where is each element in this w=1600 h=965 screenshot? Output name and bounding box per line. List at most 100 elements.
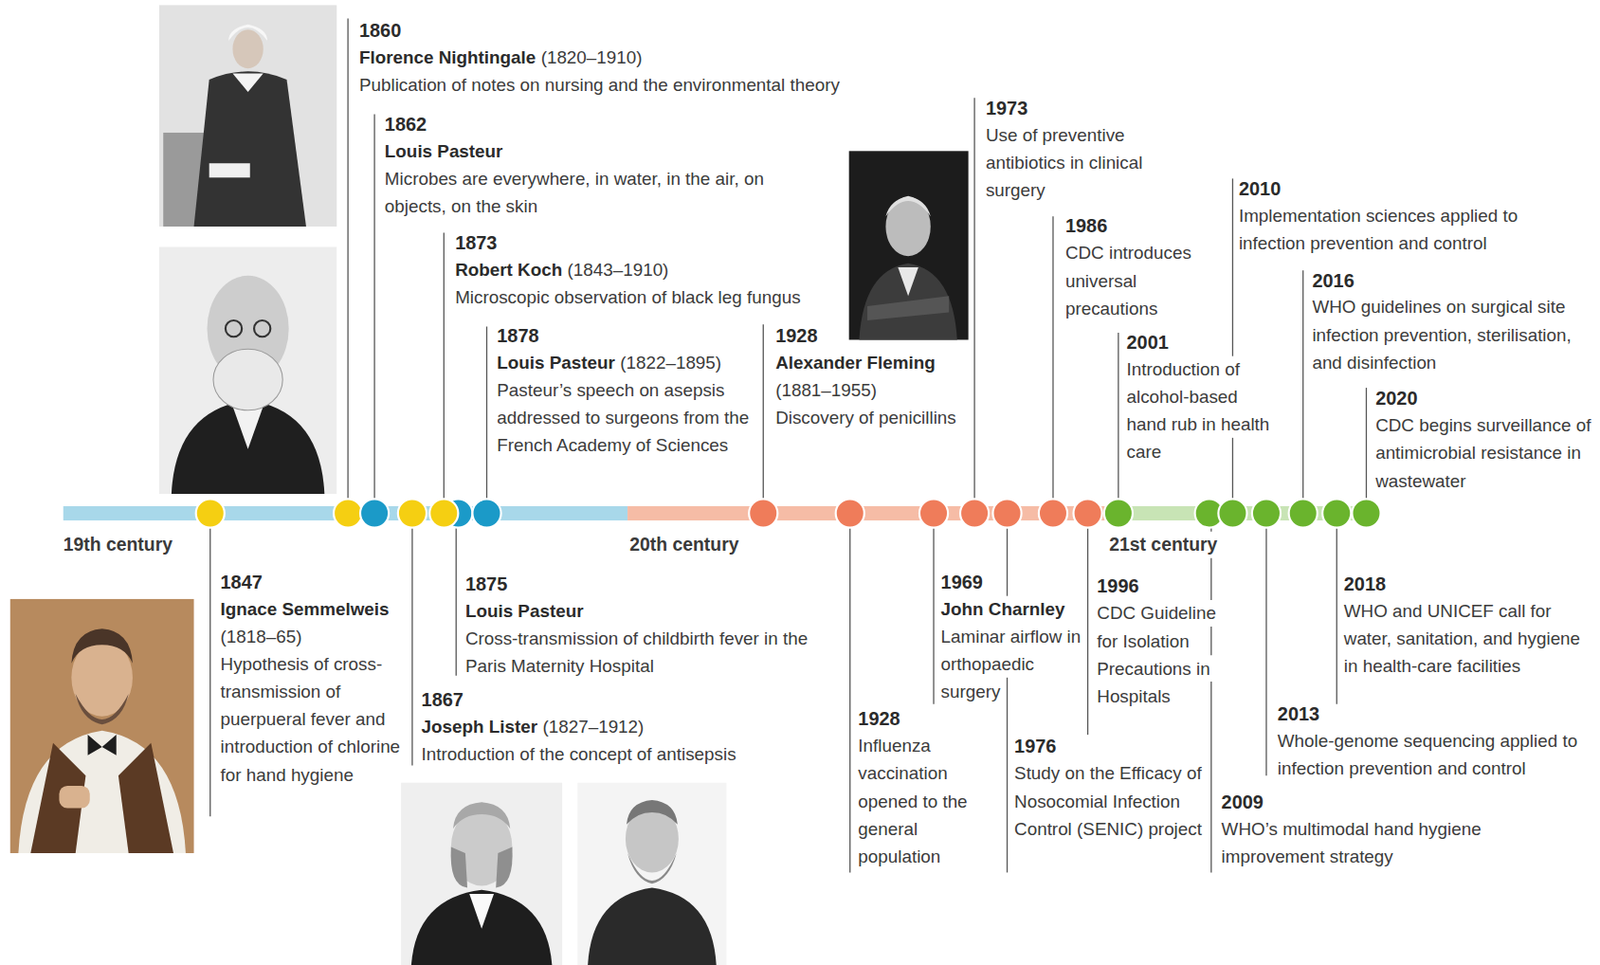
event-description: Laminar airflow in orthopaedic surgery xyxy=(941,623,1094,707)
timeline-event: 2013Whole-genome sequencing applied to i… xyxy=(1277,700,1597,783)
portrait-nightingale xyxy=(159,4,337,227)
event-description: Influenza vaccination opened to the gene… xyxy=(857,732,1001,871)
leader-line xyxy=(932,512,934,704)
dot xyxy=(196,498,225,528)
leader-line xyxy=(1052,216,1054,513)
arms xyxy=(867,295,949,321)
beard xyxy=(75,693,129,725)
timeline-event: 1875Louis PasteurCross-transmission of c… xyxy=(465,570,818,681)
life-dates: (1881–1955) xyxy=(775,376,877,404)
event-year: 1928 xyxy=(857,705,1001,733)
event-year: 1860 xyxy=(359,16,931,44)
leader-line xyxy=(1232,178,1234,356)
dot xyxy=(1104,498,1133,528)
timeline-bar xyxy=(63,506,1373,521)
person-name: Joseph Lister xyxy=(421,712,539,741)
timeline-event: 1928Alexander Fleming(1881–1955)Discover… xyxy=(775,321,964,432)
dot xyxy=(333,498,363,528)
event-description: Introduction of alcohol-based hand rub i… xyxy=(1126,356,1282,467)
portrait-ground xyxy=(159,247,337,495)
event-description: Introduction of the concept of antisepsi… xyxy=(421,741,800,769)
shirt xyxy=(232,405,263,449)
event-year: 1875 xyxy=(465,570,818,599)
event-description: CDC introduces universal precautions xyxy=(1065,239,1219,323)
event-year: 1847 xyxy=(220,568,407,597)
portrait-ground xyxy=(577,782,727,965)
bar-20th xyxy=(627,506,1108,521)
life-dates: (1843–1910) xyxy=(567,255,670,284)
leader-line xyxy=(1210,626,1212,655)
event-person: Louis Pasteur xyxy=(384,137,794,165)
shirt xyxy=(897,267,919,296)
shirt xyxy=(469,893,494,929)
whisker xyxy=(451,847,468,889)
leader-line xyxy=(346,18,348,513)
event-description: Microbes are everywhere, in water, in th… xyxy=(384,164,794,220)
event-year: 1873 xyxy=(454,228,854,256)
vest xyxy=(118,743,174,854)
leader-line xyxy=(1265,512,1267,776)
timeline-event: 1862Louis PasteurMicrobes are everywhere… xyxy=(384,109,794,220)
event-description: Microscopic observation of black leg fun… xyxy=(454,283,854,311)
person-name: John Charnley xyxy=(941,596,1066,624)
suit xyxy=(858,263,957,341)
timeline-event: 2010Implementation sciences applied to i… xyxy=(1238,174,1571,257)
event-year: 1878 xyxy=(496,321,758,349)
event-year: 1986 xyxy=(1065,212,1219,240)
portrait-fleming xyxy=(849,150,969,340)
collar xyxy=(232,73,263,92)
event-year: 2010 xyxy=(1238,174,1571,202)
portrait-ground xyxy=(400,782,563,965)
event-person: Louis Pasteur xyxy=(465,598,818,626)
century-label: 19th century xyxy=(63,533,173,557)
hair xyxy=(71,628,133,664)
leader-line xyxy=(209,512,211,817)
event-year: 1973 xyxy=(985,93,1181,122)
dot xyxy=(1038,498,1068,528)
leader-line xyxy=(1087,512,1089,735)
event-description: Study on the Efficacy of Nosocomial Infe… xyxy=(1014,760,1214,843)
timeline-event: 1996CDC Guideline for Isolation Precauti… xyxy=(1096,572,1218,710)
hair xyxy=(626,800,678,825)
portrait-ground xyxy=(159,4,337,227)
life-dates: (1822–1895) xyxy=(619,348,722,377)
timeline-event: 1969John CharnleyLaminar airflow in orth… xyxy=(941,568,1094,707)
person-name: Louis Pasteur xyxy=(465,598,584,626)
event-person: John Charnley xyxy=(941,596,1094,624)
event-description: Whole-genome sequencing applied to infec… xyxy=(1277,727,1597,783)
event-person: Louis Pasteur(1822–1895) xyxy=(496,348,758,377)
glasses xyxy=(225,320,271,337)
dot xyxy=(1322,498,1351,528)
leader-line xyxy=(1210,558,1212,600)
century-label: 21st century xyxy=(1109,533,1218,557)
letter xyxy=(209,163,251,178)
leader-line xyxy=(1336,512,1338,704)
person-name: Ignace Semmelweis xyxy=(220,596,390,624)
shirt xyxy=(18,730,186,854)
event-year: 1867 xyxy=(421,685,800,713)
timeline-event: 1867Joseph Lister(1827–1912)Introduction… xyxy=(421,685,800,768)
life-dates: (1818–65) xyxy=(220,623,303,652)
lens xyxy=(254,320,271,337)
dot xyxy=(960,498,989,528)
leader-line xyxy=(1210,681,1212,873)
suit xyxy=(587,888,717,965)
life-dates: (1827–1912) xyxy=(542,712,644,741)
event-description: CDC begins surveillance of antimicrobial… xyxy=(1375,412,1597,495)
event-year: 2016 xyxy=(1311,266,1582,294)
suit xyxy=(411,890,553,965)
dress xyxy=(194,71,307,227)
event-description: CDC Guideline for Isolation Precautions … xyxy=(1096,600,1218,710)
timeline-event: 2018WHO and UNICEF call for water, sanit… xyxy=(1344,570,1584,681)
timeline-event: 1878Louis Pasteur(1822–1895)Pasteur’s sp… xyxy=(496,321,758,459)
dot xyxy=(992,498,1021,528)
portrait-koch xyxy=(159,247,337,495)
dot xyxy=(398,498,427,528)
event-description: WHO’s multimodal hand hygiene improvemen… xyxy=(1221,815,1539,871)
leader-line xyxy=(849,512,851,873)
timeline-event: 2001Introduction of alcohol-based hand r… xyxy=(1126,328,1282,467)
beard xyxy=(627,853,677,884)
dot xyxy=(472,498,501,528)
event-year: 2009 xyxy=(1221,787,1539,816)
event-year: 2018 xyxy=(1344,570,1584,599)
